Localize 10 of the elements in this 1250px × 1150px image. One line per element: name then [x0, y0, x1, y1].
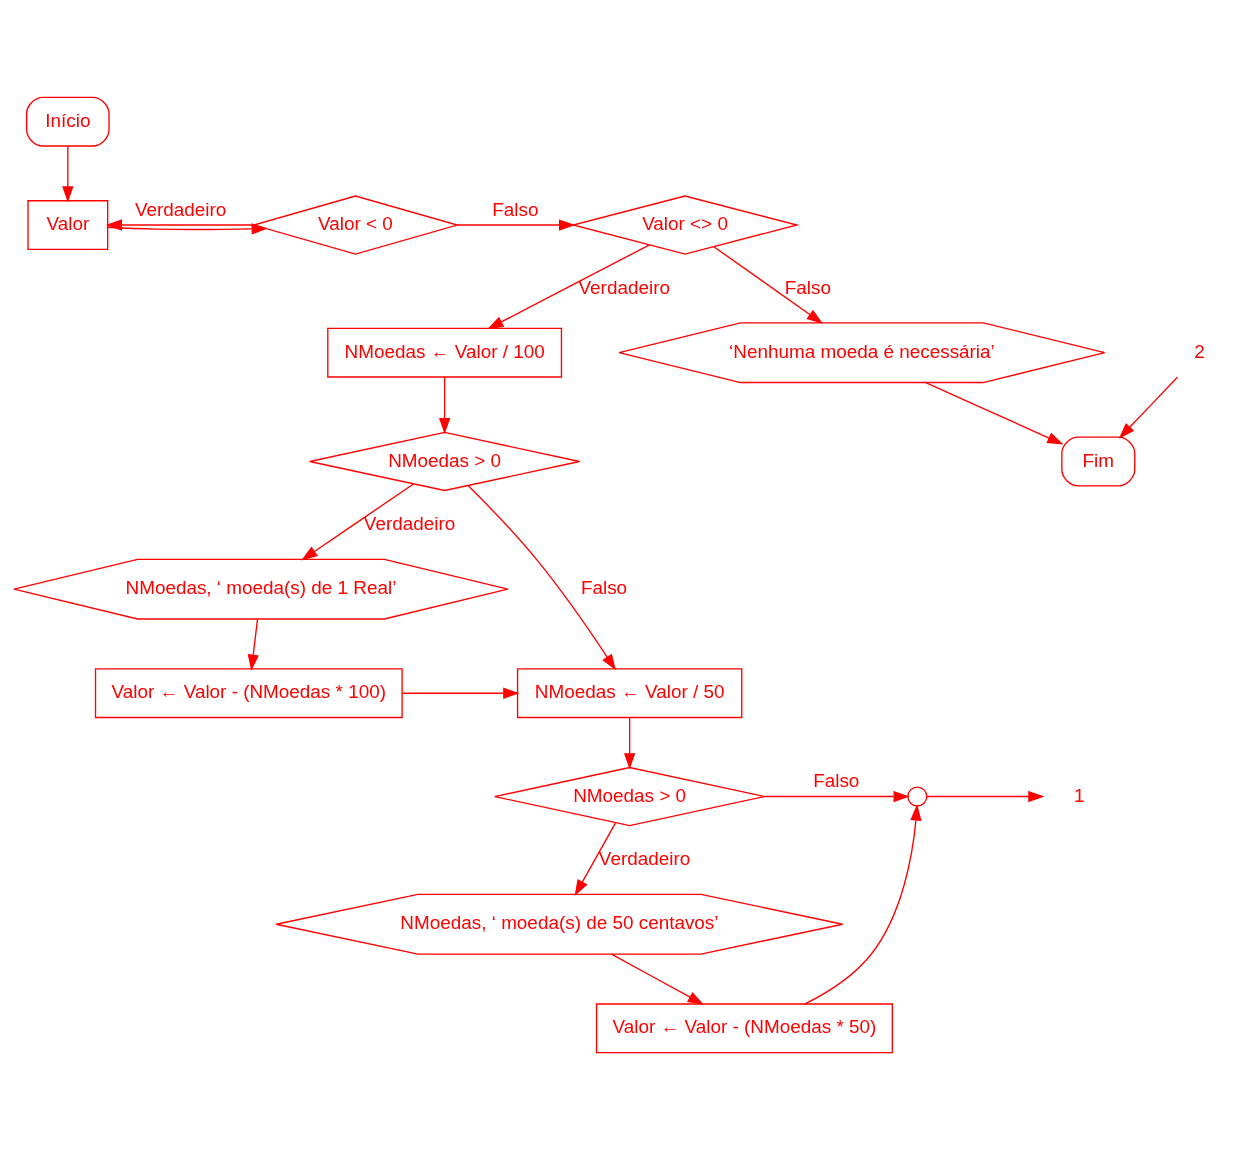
- edge-label: Falso: [580, 577, 628, 599]
- edge-label: Verdadeiro: [134, 198, 227, 220]
- node-text: 2: [1194, 340, 1205, 362]
- edge-label: Falso: [813, 770, 860, 792]
- edge-label: Verdadeiro: [598, 848, 691, 870]
- edge-label: Verdadeiro: [578, 276, 670, 298]
- node-text: 1: [1074, 784, 1085, 806]
- edge-label: Falso: [492, 198, 539, 220]
- edge-label: Falso: [784, 276, 832, 298]
- edge-label: Verdadeiro: [363, 512, 456, 534]
